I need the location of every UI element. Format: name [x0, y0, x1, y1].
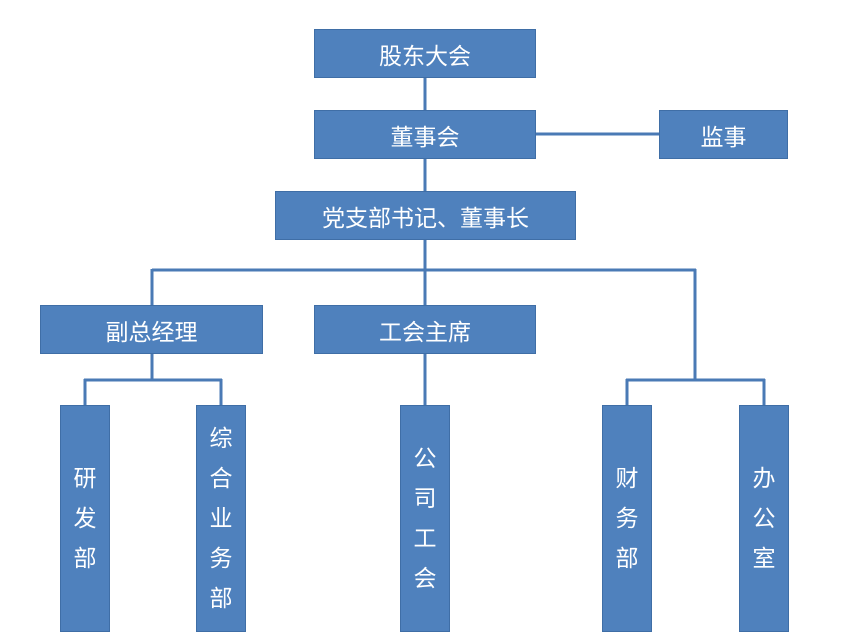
node-label-char: 公	[752, 505, 776, 532]
node-label-char: 公	[413, 445, 437, 472]
node-label-char: 部	[73, 545, 97, 572]
node-label-char: 发	[73, 505, 97, 532]
node-deputy-general-manager: 副总经理	[40, 305, 263, 354]
node-rd-department: 研发部	[60, 405, 110, 632]
node-label-char: 司	[413, 485, 437, 512]
node-label: 工会主席	[379, 319, 471, 346]
node-label: 公司工会	[414, 439, 437, 599]
node-label: 副总经理	[105, 319, 198, 346]
node-shareholders-meeting: 股东大会	[314, 29, 536, 78]
node-label-char: 室	[752, 545, 776, 572]
node-finance-department: 财务部	[602, 405, 652, 632]
node-label: 董事会	[390, 124, 460, 151]
node-label-char: 财	[615, 465, 639, 492]
node-label-char: 研	[73, 465, 97, 492]
node-label-char: 工	[413, 525, 437, 552]
node-union-chairman: 工会主席	[314, 305, 536, 354]
node-label-char: 务	[615, 505, 639, 532]
node-label: 办公室	[753, 459, 776, 579]
node-label-char: 业	[209, 505, 233, 532]
node-label-char: 务	[209, 545, 233, 572]
node-board-of-directors: 董事会	[314, 110, 536, 159]
node-label-char: 会	[413, 565, 437, 592]
node-label: 财务部	[616, 459, 639, 579]
node-party-secretary-chairman: 党支部书记、董事长	[275, 191, 576, 240]
node-label: 监事	[700, 124, 747, 151]
node-label: 综合业务部	[210, 419, 233, 619]
node-label-char: 部	[615, 545, 639, 572]
node-office: 办公室	[739, 405, 789, 632]
node-label: 党支部书记、董事长	[322, 205, 529, 232]
node-label-char: 部	[209, 585, 233, 612]
node-label-char: 办	[752, 465, 776, 492]
node-label: 股东大会	[379, 43, 471, 70]
node-company-union: 公司工会	[400, 405, 450, 632]
node-general-affairs-department: 综合业务部	[196, 405, 246, 632]
node-supervisor: 监事	[659, 110, 788, 159]
node-label-char: 综	[209, 425, 233, 452]
node-label: 研发部	[74, 459, 97, 579]
node-label-char: 合	[209, 465, 233, 492]
